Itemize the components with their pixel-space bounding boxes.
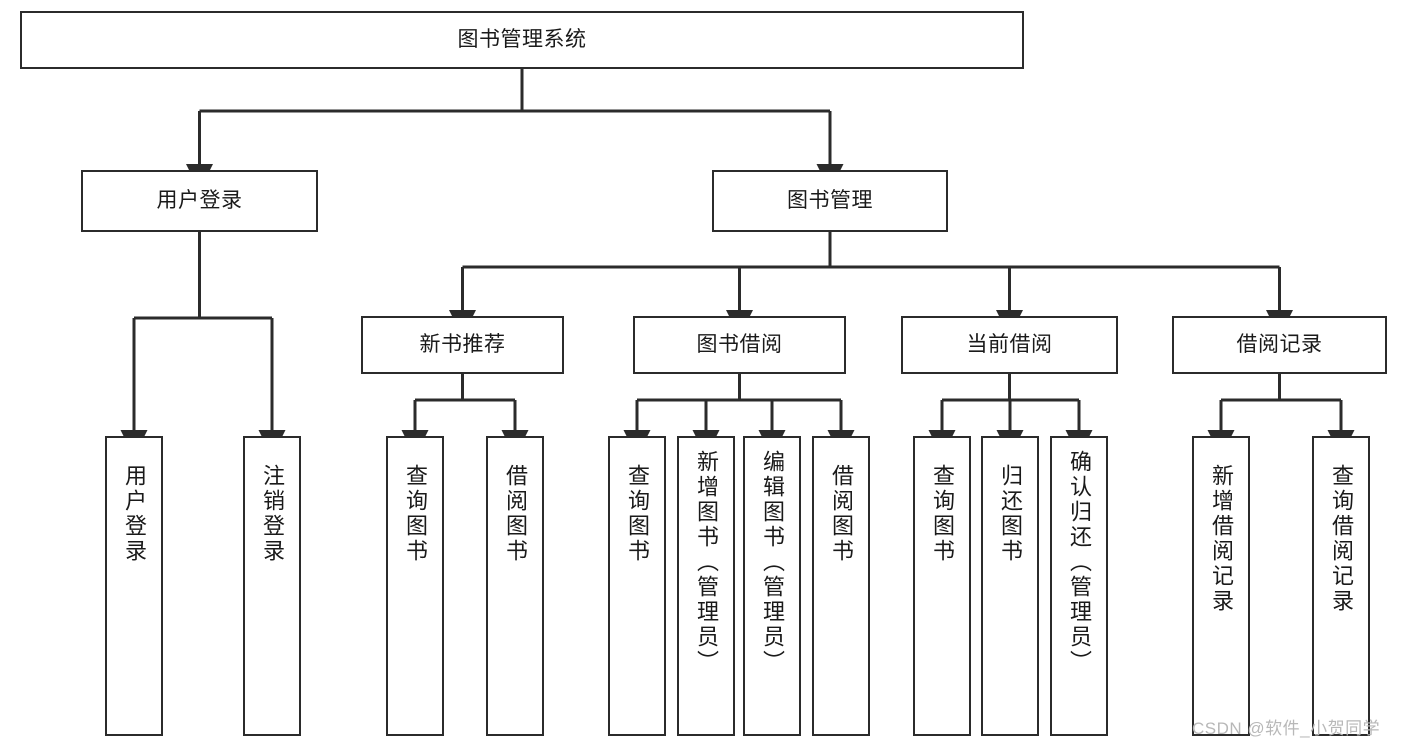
node-br-add[interactable]: 新增图书（管理员） <box>677 436 735 736</box>
node-br-query[interactable]: 查询图书 <box>608 436 666 736</box>
node-label: 图书借阅 <box>696 332 783 356</box>
node-br-lend[interactable]: 借阅图书 <box>812 436 870 736</box>
node-label: 借阅记录 <box>1236 332 1323 356</box>
node-label: 当前借阅 <box>966 332 1053 356</box>
watermark-text: CSDN @软件_小贺同学 <box>1192 719 1381 738</box>
node-login-out[interactable]: 注销登录 <box>243 436 301 736</box>
node-label: 归还图书 <box>998 464 1023 564</box>
node-label: 确认归还（管理员） <box>1067 450 1092 675</box>
node-label: 借阅图书 <box>503 464 528 564</box>
edge-group <box>120 69 1355 457</box>
node-label: 用户登录 <box>156 188 243 212</box>
node-label: 查询图书 <box>625 464 650 564</box>
node-label: 图书管理系统 <box>457 27 587 51</box>
node-new-borrow[interactable]: 借阅图书 <box>486 436 544 736</box>
node-root[interactable]: 图书管理系统 <box>20 11 1024 69</box>
node-label: 查询图书 <box>403 464 428 564</box>
node-label: 编辑图书（管理员） <box>760 450 785 675</box>
node-new-query[interactable]: 查询图书 <box>386 436 444 736</box>
node-label: 图书管理 <box>787 188 873 212</box>
node-cur-query[interactable]: 查询图书 <box>913 436 971 736</box>
node-br-edit[interactable]: 编辑图书（管理员） <box>743 436 801 736</box>
node-label: 注销登录 <box>260 464 285 564</box>
node-login[interactable]: 用户登录 <box>81 170 318 232</box>
node-bookmgmt[interactable]: 图书管理 <box>712 170 948 232</box>
node-newbook[interactable]: 新书推荐 <box>361 316 564 374</box>
node-label: 查询借阅记录 <box>1329 464 1354 614</box>
node-label: 借阅图书 <box>829 464 854 564</box>
node-cur-return[interactable]: 归还图书 <box>981 436 1039 736</box>
node-label: 新增借阅记录 <box>1209 464 1234 614</box>
node-borrow[interactable]: 图书借阅 <box>633 316 846 374</box>
node-rec-query[interactable]: 查询借阅记录 <box>1312 436 1370 736</box>
node-cur-confirm[interactable]: 确认归还（管理员） <box>1050 436 1108 736</box>
node-rec-add[interactable]: 新增借阅记录 <box>1192 436 1250 736</box>
node-label: 用户登录 <box>122 464 147 564</box>
node-records[interactable]: 借阅记录 <box>1172 316 1387 374</box>
node-label: 新书推荐 <box>419 332 506 356</box>
node-label: 查询图书 <box>930 464 955 564</box>
node-login-do[interactable]: 用户登录 <box>105 436 163 736</box>
node-label: 新增图书（管理员） <box>694 450 719 675</box>
node-current[interactable]: 当前借阅 <box>901 316 1118 374</box>
